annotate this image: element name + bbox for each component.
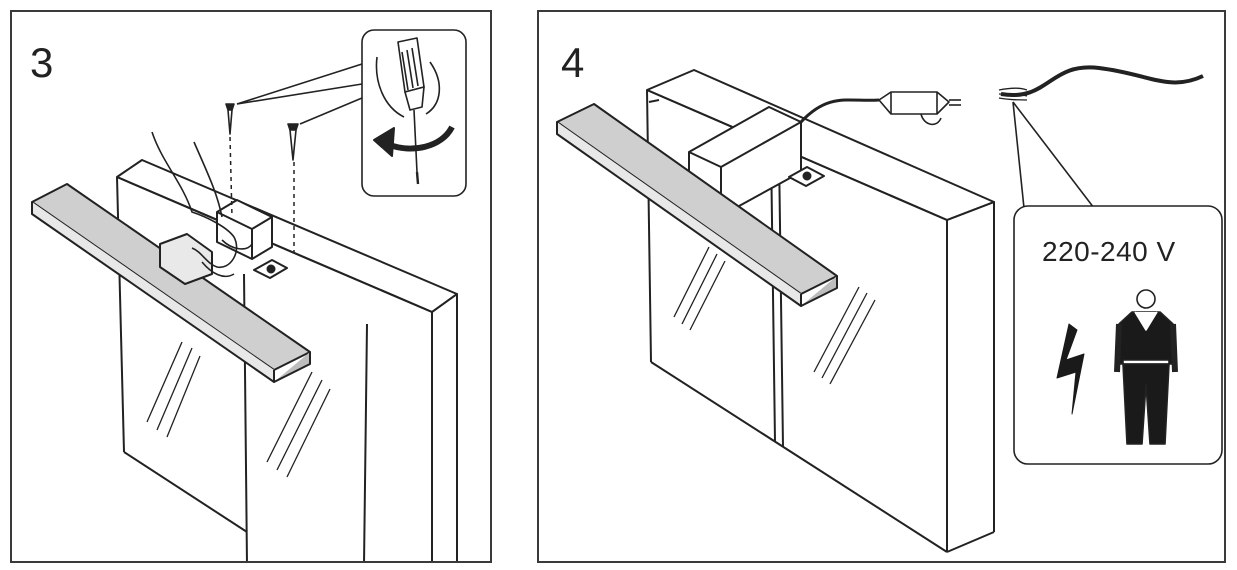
callout-electrician bbox=[1012, 101, 1223, 465]
screw-icon bbox=[225, 103, 299, 161]
rotate-arrow-icon bbox=[373, 125, 455, 157]
step-3-illustration bbox=[31, 29, 467, 561]
cabinet-3 bbox=[116, 159, 458, 561]
step-number-3: 3 bbox=[30, 39, 54, 86]
step-4-panel: 4 bbox=[537, 10, 1226, 563]
voltage-label: 220-240 V bbox=[1042, 236, 1176, 267]
electrician-figure-icon bbox=[1114, 289, 1178, 445]
callout-screwdriver bbox=[236, 29, 467, 197]
screw-guides bbox=[229, 136, 295, 252]
connector-icon bbox=[878, 91, 961, 126]
step-number-4: 4 bbox=[561, 39, 585, 86]
step-4-illustration bbox=[556, 65, 1223, 553]
cabinet-4 bbox=[646, 69, 995, 553]
lightning-bolt-icon bbox=[1056, 323, 1085, 415]
light-bar-3 bbox=[31, 183, 311, 383]
light-bar-4 bbox=[556, 103, 838, 307]
hand-icon bbox=[151, 131, 253, 278]
screwdriver-icon bbox=[375, 37, 441, 185]
mounting-bracket-4 bbox=[688, 106, 825, 218]
step-3-panel: 3 bbox=[10, 10, 492, 563]
mounting-bracket-3 bbox=[159, 199, 288, 285]
cable bbox=[799, 65, 1204, 124]
